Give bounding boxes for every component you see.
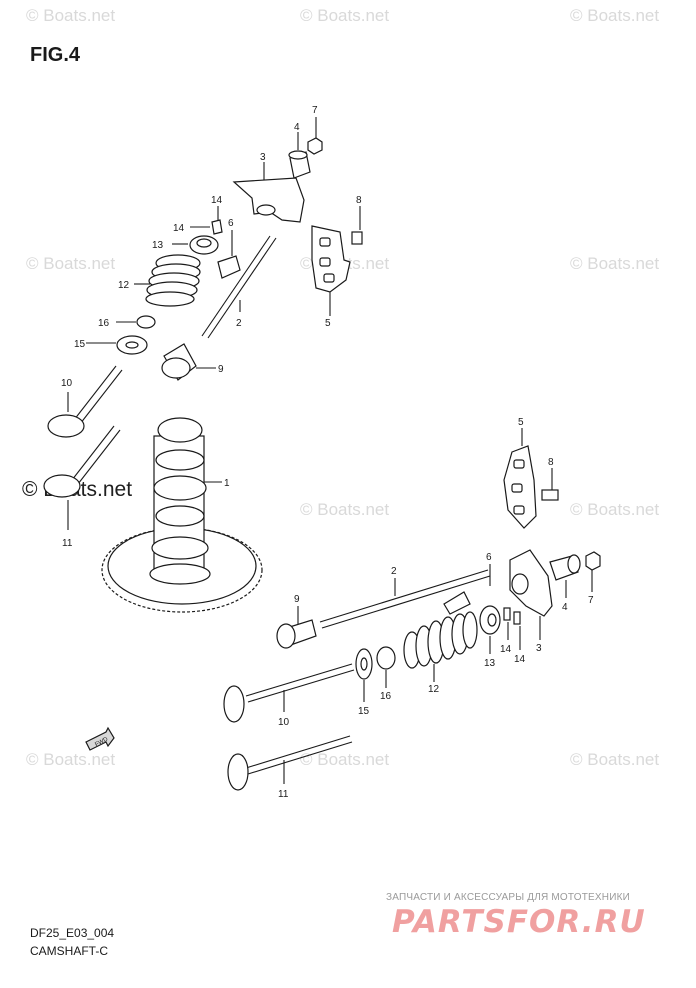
watermark: © Boats.net [300, 750, 390, 769]
callout-number: 15 [74, 339, 86, 350]
part-stem-seal-16 [116, 315, 156, 329]
part-retainer-13 [172, 235, 219, 255]
callout-number: 5 [518, 417, 524, 428]
callout-number: 14 [173, 223, 185, 234]
part-bracket-5 [503, 428, 537, 529]
diagram-name: CAMSHAFT-C [30, 944, 108, 958]
watermark: © Boats.net [300, 6, 390, 25]
callout-number: 11 [278, 789, 289, 800]
part-bolt-8 [541, 468, 559, 501]
watermark: © Boats.net [26, 6, 116, 25]
callout-number: 2 [391, 566, 397, 577]
part-spring-12 [134, 254, 201, 307]
part-camshaft-1 [101, 417, 263, 613]
part-cotter-14 [190, 206, 223, 235]
part-stem-seal-16 [376, 646, 396, 688]
part-cotter-14 [503, 607, 521, 650]
part-adjuster-4 [288, 132, 311, 179]
callout-number: 6 [228, 218, 234, 229]
part-rocker-arm-3 [509, 549, 553, 640]
watermark: © Boats.net [300, 500, 390, 519]
part-valve-11 [43, 425, 121, 530]
part-seal-6 [217, 230, 241, 279]
callout-number: 11 [62, 538, 73, 549]
callout-number: 4 [294, 122, 300, 133]
figure-title: FIG.4 [30, 44, 81, 66]
callout-number: 12 [118, 280, 130, 291]
part-pushrod-2 [201, 235, 277, 339]
part-valve-11 [227, 735, 353, 791]
callout-number: 3 [536, 643, 542, 654]
callout-number: 3 [260, 152, 266, 163]
callout-number: 9 [218, 364, 224, 375]
part-tappet-9 [276, 606, 317, 649]
callout-number: 7 [588, 595, 594, 606]
part-retainer-13 [479, 605, 501, 654]
callout-number: 14 [211, 195, 223, 206]
callout-number: 16 [380, 691, 392, 702]
callout-number: 9 [294, 594, 300, 605]
part-tappet-9 [161, 343, 216, 381]
callout-number: 16 [98, 318, 110, 329]
callout-number: 15 [358, 706, 370, 717]
callout-number: 13 [152, 240, 164, 251]
fwd-arrow-icon: FWD [85, 726, 115, 751]
diagram-code: DF25_E03_004 [30, 926, 115, 940]
part-rocker-arm-3 [232, 162, 305, 223]
part-seal-6 [443, 564, 491, 615]
part-spring-12 [403, 611, 478, 682]
callout-number: 10 [278, 717, 290, 728]
part-adjuster-4 [549, 554, 581, 598]
callout-number: 10 [61, 378, 73, 389]
callout-number: 2 [236, 318, 242, 329]
part-bolt-8 [351, 206, 363, 245]
callout-number: 14 [500, 644, 512, 655]
part-bracket-5 [311, 225, 351, 316]
part-nut-7 [307, 117, 323, 155]
brand-tagline: ЗАПЧАСТИ И АКСЕССУАРЫ ДЛЯ МОТОТЕХНИКИ [386, 892, 631, 903]
part-pushrod-2 [319, 569, 491, 629]
watermark: © Boats.net [26, 254, 116, 273]
part-washer-15 [355, 648, 373, 702]
part-washer-15 [86, 335, 148, 355]
watermark: © Boats.net [570, 254, 660, 273]
part-valve-10 [223, 663, 355, 723]
callout-number: 7 [312, 105, 318, 116]
callout-number: 4 [562, 602, 568, 613]
callout-number: 6 [486, 552, 492, 563]
callout-number: 13 [484, 658, 496, 669]
watermark: © Boats.net [570, 6, 660, 25]
part-valve-10 [47, 365, 123, 438]
callout-number: 5 [325, 318, 331, 329]
callout-number: 12 [428, 684, 440, 695]
callout-number: 8 [548, 457, 554, 468]
callout-number: 8 [356, 195, 362, 206]
brand-logo: PARTSFOR.RU [392, 904, 646, 940]
watermark: © Boats.net [26, 750, 116, 769]
callout-number: 14 [514, 654, 526, 665]
part-nut-7 [585, 551, 601, 592]
callout-number: 1 [224, 478, 230, 489]
watermark: © Boats.net [570, 750, 660, 769]
watermark: © Boats.net [570, 500, 660, 519]
